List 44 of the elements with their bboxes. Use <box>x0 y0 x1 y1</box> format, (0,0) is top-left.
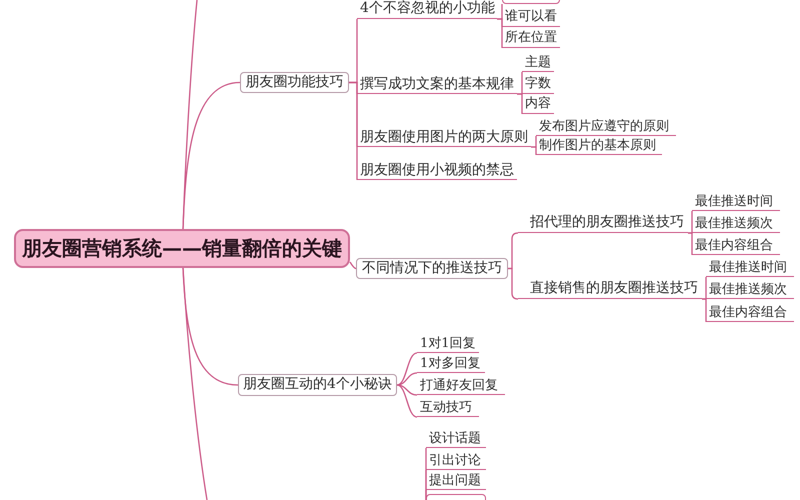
leaf-topic: 制作图片的基本原则 <box>536 138 662 155</box>
topic-box: 朋友圈互动的4个小秘诀 <box>238 374 397 396</box>
leaf-topic: 1对1回复 <box>417 337 479 353</box>
branch-topic: 直接销售的朋友圈推送技巧 <box>518 280 702 299</box>
leaf-topic: 最佳推送频次 <box>706 282 794 299</box>
branch-line <box>517 93 523 114</box>
leaf-topic: 1对多回复 <box>417 357 485 373</box>
leaf-topic: 主题 <box>522 55 554 72</box>
branch-line <box>396 384 418 418</box>
branch-line <box>396 384 418 396</box>
branch-topic: 4个不容忽视的小功能 <box>357 0 497 19</box>
leaf-topic: 最佳内容组合 <box>692 238 780 255</box>
leaf-topic: 内容 <box>522 96 554 114</box>
branch-topic: 撰写成功文案的基本规律 <box>357 77 517 94</box>
topic-box: 不同情况下的推送技巧 <box>356 258 508 279</box>
leaf-topic: 谁可以看 <box>502 8 560 27</box>
branch-topic: 朋友圈使用小视频的禁忌 <box>357 162 517 180</box>
branch-topic: 朋友圈使用图片的两大原则 <box>357 130 531 147</box>
leaf-topic: 互动技巧 <box>417 400 479 417</box>
branch-line <box>349 262 356 270</box>
leaf-topic: 最佳推送时间 <box>692 194 780 211</box>
branch-line <box>182 82 240 230</box>
branch-line <box>531 146 537 155</box>
leaf-topic: 所在位置 <box>502 29 560 48</box>
branch-line <box>702 298 707 322</box>
branch-line <box>688 232 693 255</box>
central-topic-box: 朋友圈营销系统——销量翻倍的关键 <box>14 229 350 268</box>
branch-topic: 招代理的朋友圈推送技巧 <box>518 214 688 233</box>
branch-line <box>497 18 503 48</box>
branch-line <box>396 372 418 386</box>
leaf-topic: 发布图片应遵守的原则 <box>536 119 676 136</box>
branch-line <box>182 268 208 500</box>
leaf-topic: 字数 <box>522 76 554 94</box>
leaf-topic: 设计话题 <box>426 431 486 448</box>
leaf-topic: 引出讨论 <box>426 453 486 470</box>
leaf-topic: 最佳推送时间 <box>706 260 794 277</box>
leaf-topic: 提出问题 <box>426 473 486 490</box>
branch-line <box>425 489 427 500</box>
leaf-topic: 最佳内容组合 <box>706 305 794 322</box>
branch-line <box>349 82 358 180</box>
leaf-topic: 打通好友回复 <box>417 378 505 395</box>
branch-line <box>396 352 418 386</box>
topic-box: 朋友圈功能技巧 <box>240 72 349 93</box>
leaf-topic: 最佳推送频次 <box>692 216 780 233</box>
